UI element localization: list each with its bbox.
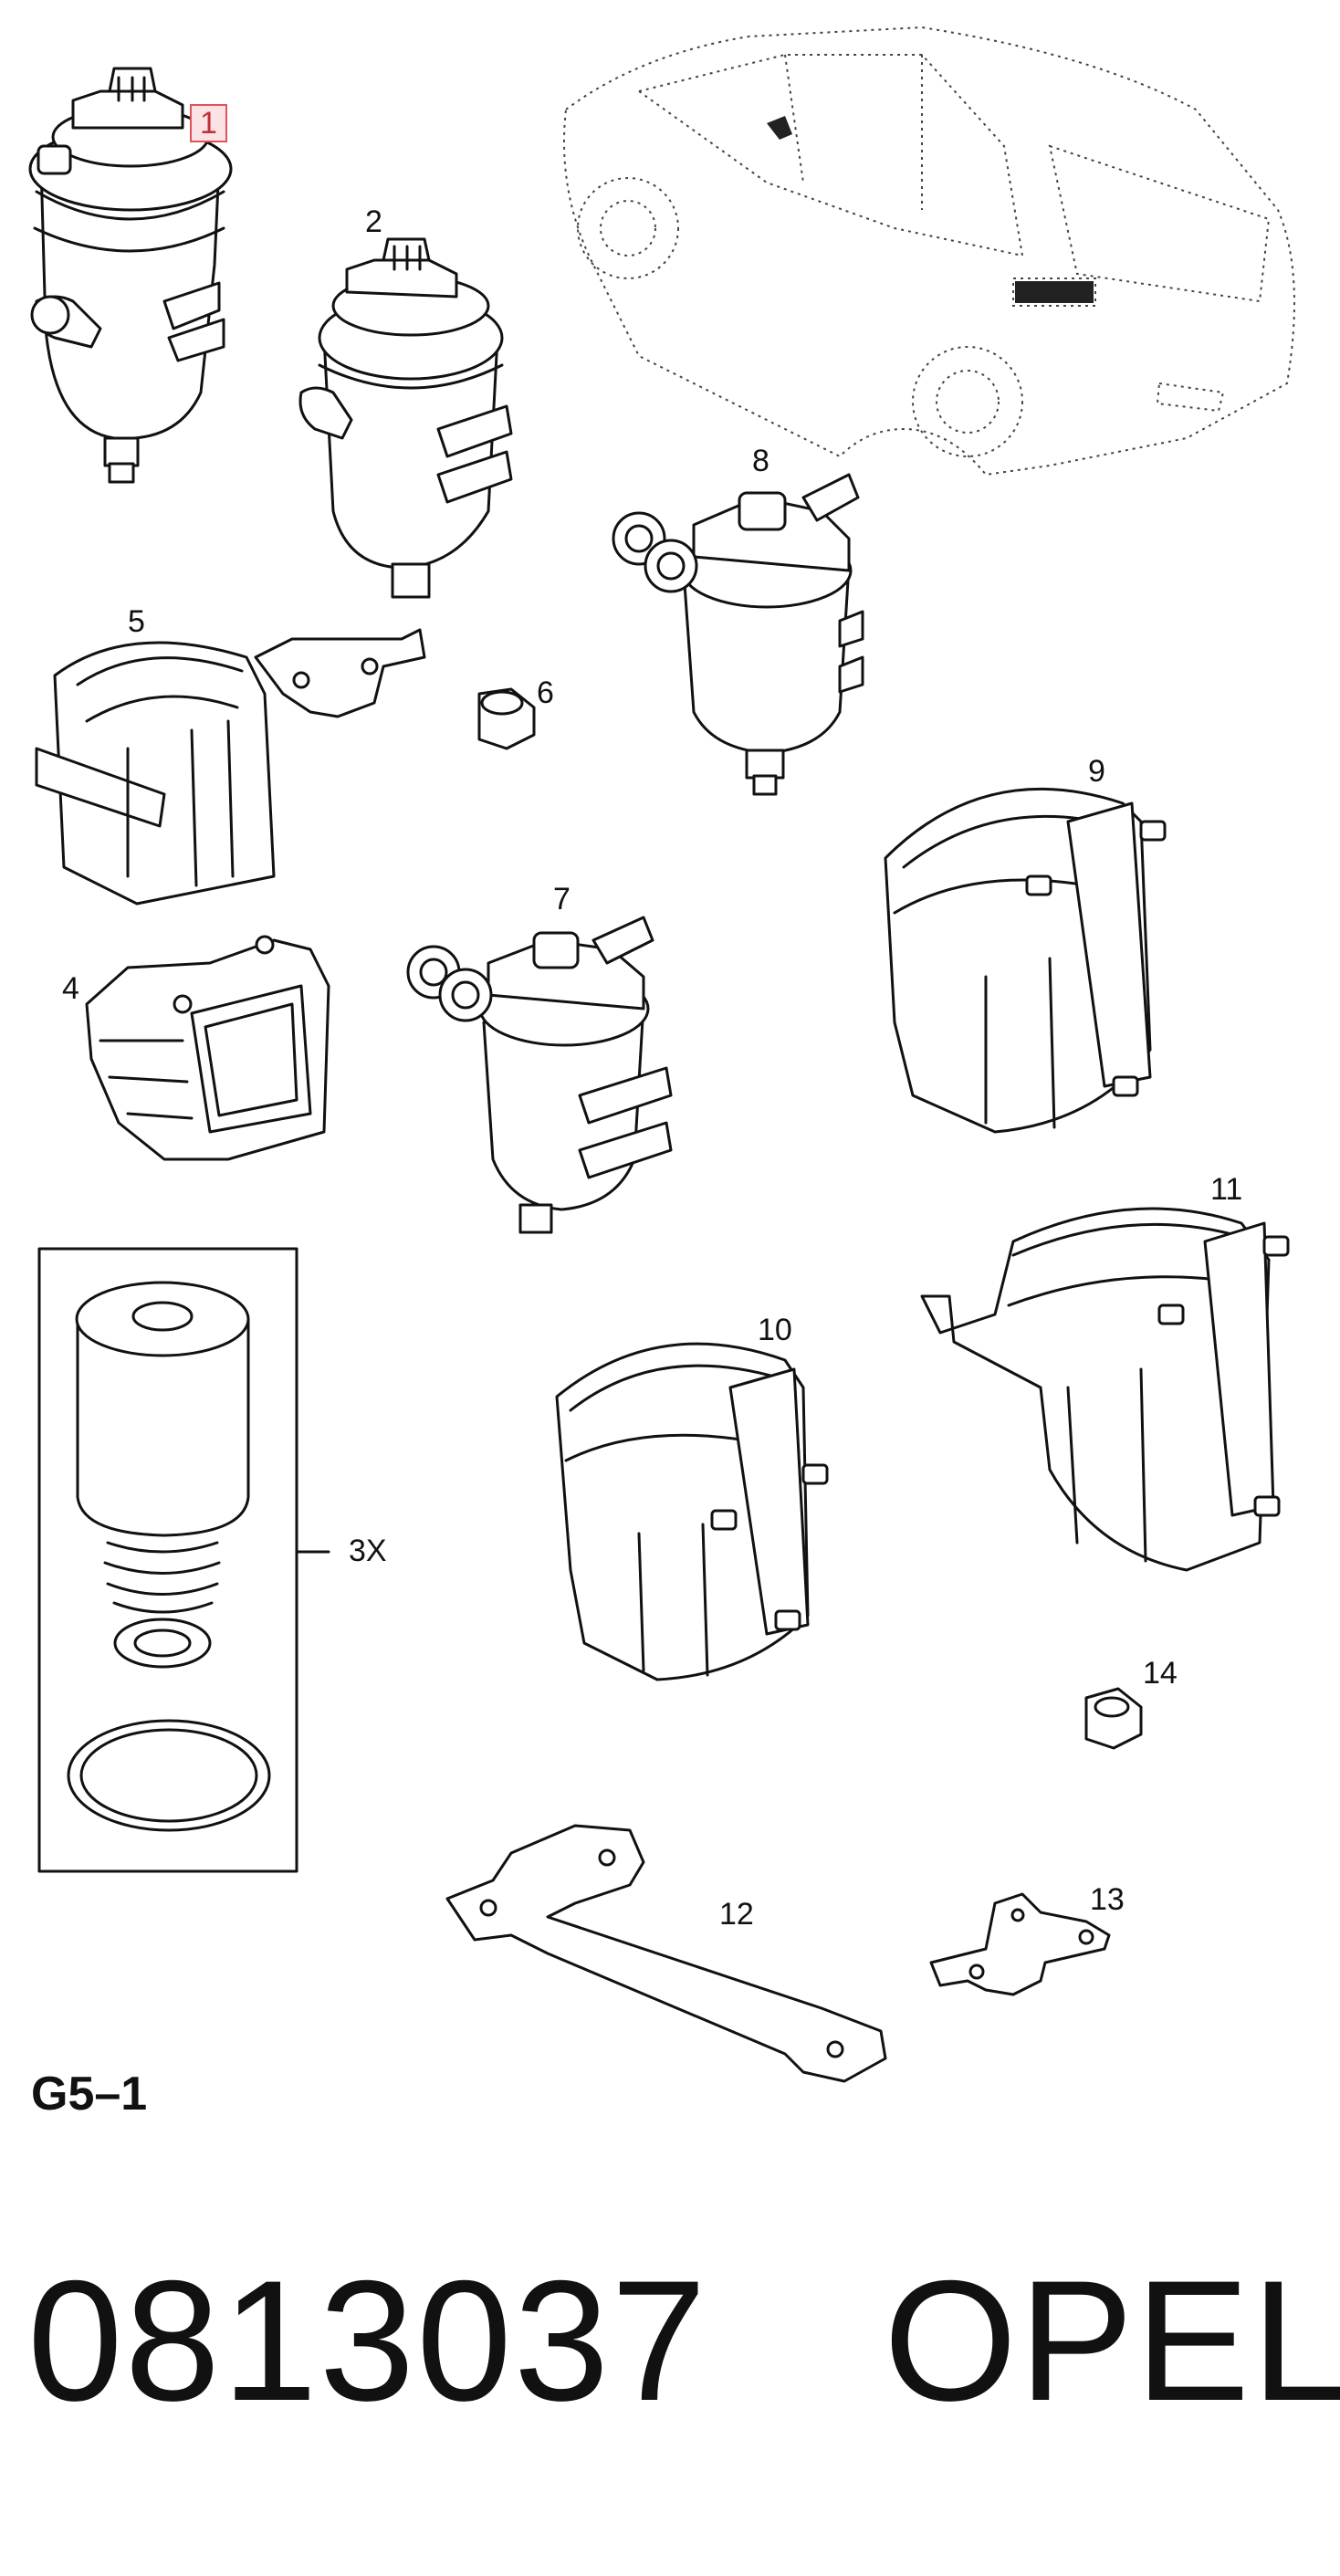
part-9-filter-bracket [884, 787, 1167, 1134]
callout-9: 9 [1088, 754, 1105, 789]
callout-6: 6 [537, 675, 554, 710]
callout-13: 13 [1090, 1882, 1125, 1917]
callout-12: 12 [719, 1897, 754, 1932]
brand-name: OPEL [884, 2245, 1340, 2436]
sheet-id: G5–1 [31, 2068, 148, 2120]
part-5-filter-bracket [35, 628, 426, 906]
callout-7: 7 [553, 882, 571, 916]
callout-8: 8 [752, 444, 769, 478]
part-14-nut [1084, 1687, 1143, 1750]
part-8-fuel-filter [612, 473, 864, 796]
part-12-mounting-strap [445, 1824, 887, 2083]
callout-14: 14 [1143, 1656, 1178, 1691]
callout-1: 1 [190, 104, 227, 142]
callout-4: 4 [62, 971, 79, 1006]
part-number: 0813037 [27, 2245, 708, 2436]
part-3-filter-kit [37, 1247, 330, 1873]
part-13-clip [929, 1892, 1111, 1996]
part-10-filter-bracket [555, 1342, 829, 1681]
callout-11: 11 [1210, 1172, 1243, 1207]
callout-3: 3X [349, 1534, 387, 1568]
part-2-fuel-filter-assembly [298, 237, 513, 599]
part-6-nut [477, 687, 536, 750]
part-1-fuel-filter-assembly [28, 67, 233, 484]
vehicle-part-marker [767, 116, 1094, 303]
part-11-filter-bracket [920, 1207, 1290, 1572]
callout-2: 2 [365, 204, 382, 239]
callout-5: 5 [128, 604, 145, 639]
part-7-fuel-filter [406, 916, 673, 1234]
vehicle-outline [563, 26, 1295, 476]
callout-10: 10 [758, 1313, 792, 1347]
part-4-filter-bracket [85, 935, 330, 1161]
